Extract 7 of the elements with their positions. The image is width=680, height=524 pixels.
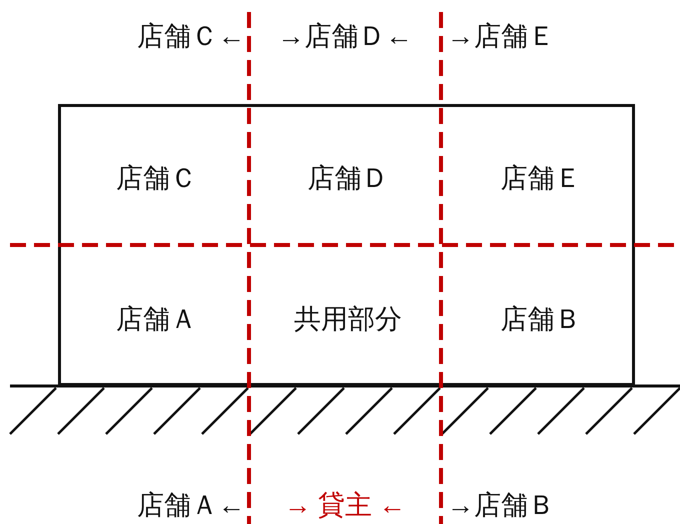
arrow-caption: 店舗Ａ← (137, 492, 245, 519)
building-outline (58, 104, 635, 386)
arrow-caption: →店舗Ｅ (447, 23, 555, 50)
arrow-caption: →店舗Ｄ← (278, 23, 412, 50)
arrow-caption: 店舗Ｃ← (137, 23, 245, 50)
arrow-caption: →店舗Ｂ (447, 492, 555, 519)
arrow-caption: → 貸主 ← (284, 492, 406, 519)
